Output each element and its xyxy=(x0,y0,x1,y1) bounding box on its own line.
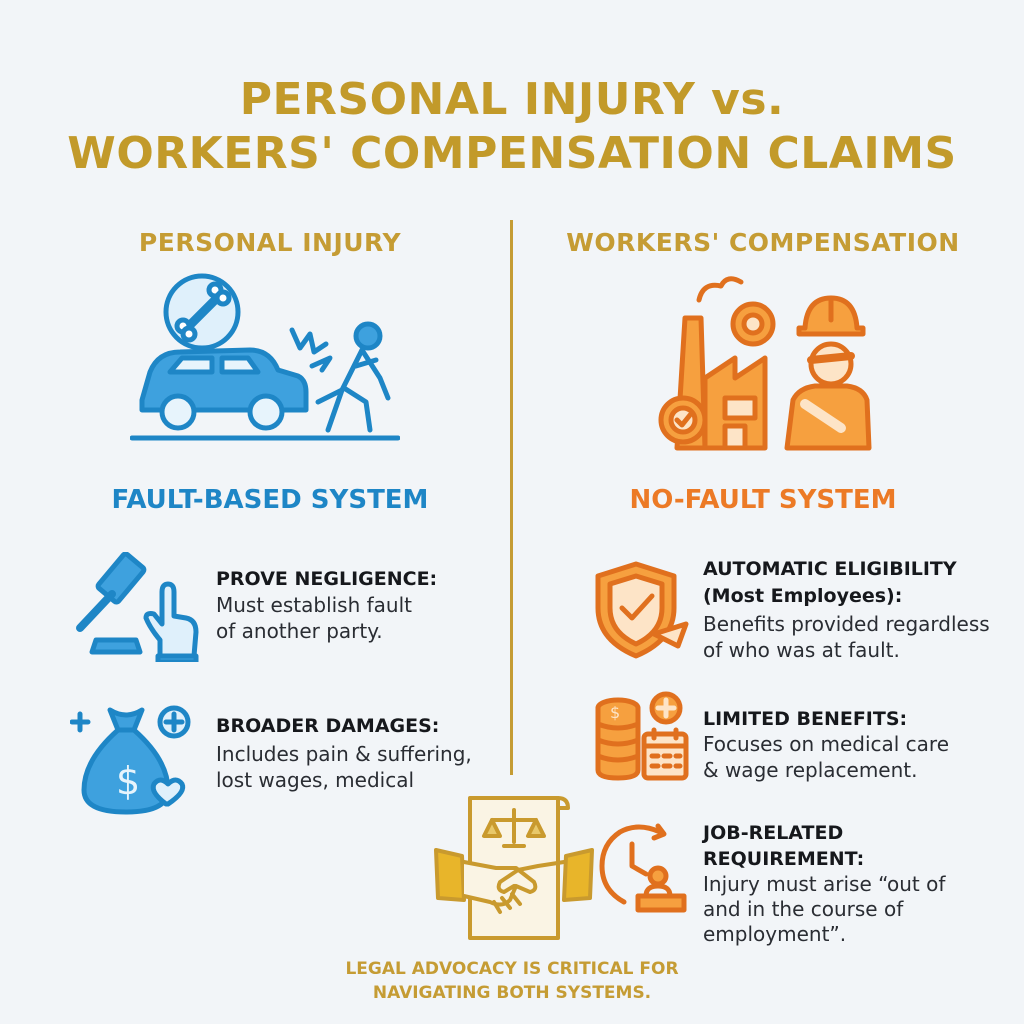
coins-calendar-icon: $ xyxy=(595,691,689,781)
page-title-line2: WORKERS' COMPENSATION CLAIMS xyxy=(67,128,957,179)
broader-damages-title: BROADER DAMAGES: xyxy=(216,715,440,737)
no-fault-label: NO-FAULT SYSTEM xyxy=(629,485,897,515)
clock-desk-icon xyxy=(599,823,687,913)
page-title-line1: PERSONAL INJURY vs. xyxy=(239,74,785,125)
limited-benefits-line2: & wage replacement. xyxy=(703,758,918,782)
handshake-scale-icon xyxy=(434,796,594,940)
factory-worker-icon xyxy=(658,276,872,451)
job-related-title2: REQUIREMENT: xyxy=(703,848,865,870)
broader-damages-line1: Includes pain & suffering, xyxy=(216,742,472,766)
svg-text:$: $ xyxy=(610,703,620,722)
prove-negligence-title: PROVE NEGLIGENCE: xyxy=(216,568,438,590)
automatic-eligibility-title2: (Most Employees): xyxy=(703,585,903,607)
fault-based-label: FAULT-BASED SYSTEM xyxy=(111,485,429,515)
car-accident-icon xyxy=(130,273,400,441)
automatic-eligibility-title1: AUTOMATIC ELIGIBILITY xyxy=(703,558,957,580)
job-related-line2: and in the course of xyxy=(703,897,904,921)
job-related-line3: employment”. xyxy=(703,922,847,946)
automatic-eligibility-line2: of who was at fault. xyxy=(703,638,900,662)
limited-benefits-title: LIMITED BENEFITS: xyxy=(703,708,908,730)
footer-line2: NAVIGATING BOTH SYSTEMS. xyxy=(372,983,652,1003)
broader-damages-line2: lost wages, medical xyxy=(216,768,415,792)
svg-text:$: $ xyxy=(116,759,140,803)
job-related-title1: JOB-RELATED xyxy=(703,822,844,844)
footer-note: LEGAL ADVOCACY IS CRITICAL FOR NAVIGATIN… xyxy=(312,957,712,1005)
footer-line1: LEGAL ADVOCACY IS CRITICAL FOR xyxy=(345,959,679,979)
prove-negligence-line2: of another party. xyxy=(216,619,383,643)
automatic-eligibility-line1: Benefits provided regardless xyxy=(703,612,990,636)
limited-benefits-line1: Focuses on medical care xyxy=(703,732,950,756)
money-bag-heart-icon: $ xyxy=(70,705,191,815)
job-related-line1: Injury must arise “out of xyxy=(703,872,946,896)
column-divider xyxy=(510,220,513,775)
gavel-hand-icon xyxy=(76,552,199,662)
prove-negligence-line1: Must establish fault xyxy=(216,593,413,617)
personal-injury-heading: PERSONAL INJURY xyxy=(138,228,402,257)
shield-check-icon xyxy=(595,561,689,659)
workers-comp-heading: WORKERS' COMPENSATION xyxy=(566,228,960,257)
